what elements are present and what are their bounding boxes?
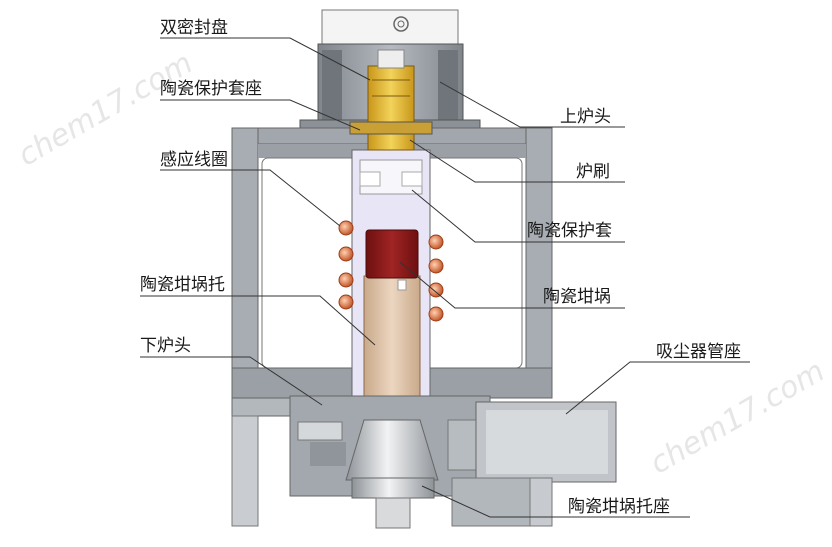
- top-cylinder: [321, 9, 459, 45]
- label-dual-seal-disc: 双密封盘: [160, 18, 228, 38]
- dust-collector-seat: [451, 401, 617, 527]
- label-induction-coil: 感应线圈: [160, 150, 228, 170]
- leader-holder: [140, 295, 376, 346]
- bolt-icon: [393, 16, 409, 32]
- leader-crucible: [399, 261, 625, 309]
- induction-coil: [338, 220, 444, 322]
- leader-coil: [160, 169, 341, 227]
- label-furnace-brush: 炉刷: [576, 162, 610, 182]
- dual-seal-disc: [349, 49, 433, 151]
- crucible-assembly: [363, 229, 421, 421]
- label-crucible-holder-seat: 陶瓷坩埚托座: [568, 497, 670, 517]
- label-ceramic-sleeve-seat: 陶瓷保护套座: [160, 79, 262, 99]
- label-upper-furnace-head: 上炉头: [560, 107, 611, 127]
- leader-sleeve: [411, 189, 625, 243]
- label-ceramic-sleeve: 陶瓷保护套: [527, 221, 612, 241]
- label-ceramic-crucible: 陶瓷坩埚: [543, 287, 611, 307]
- leader-dual-seal: [160, 37, 371, 81]
- leader-holder-seat: [421, 485, 690, 518]
- leader-lines: [140, 37, 750, 518]
- label-crucible-holder: 陶瓷坩埚托: [140, 275, 225, 295]
- leader-sleeve-seat: [160, 99, 361, 131]
- crucible-holder-seat: [345, 419, 439, 529]
- leader-brush: [409, 139, 625, 183]
- leader-dust-seat: [565, 361, 750, 415]
- leader-lower-head: [140, 356, 323, 406]
- leader-upper-head: [439, 81, 625, 128]
- label-dust-collector-seat: 吸尘器管座: [656, 342, 741, 362]
- label-lower-furnace-head: 下炉头: [140, 336, 191, 356]
